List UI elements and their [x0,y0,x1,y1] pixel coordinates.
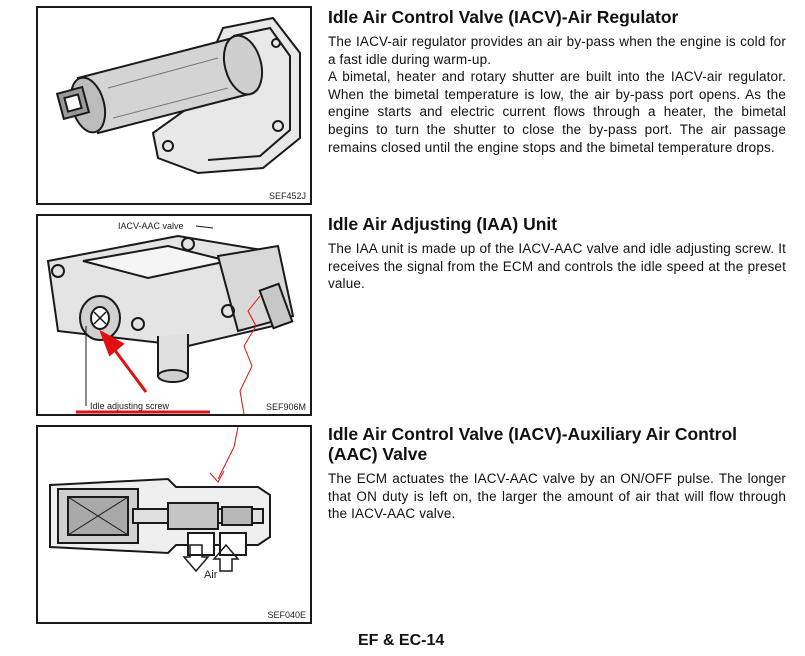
air-regulator-illustration [55,16,301,175]
section-title: Idle Air Control Valve (IACV)-Air Regula… [328,7,679,27]
section-aac-valve: Idle Air Control Valve (IACV)-Auxiliary … [328,424,786,523]
section-iaa-unit: Idle Air Adjusting (IAA) Unit The IAA un… [328,214,786,293]
section-paragraph: The IAA unit is made up of the IACV-AAC … [328,241,786,292]
section-title: Idle Air Adjusting (IAA) Unit [328,214,558,234]
section-title: Idle Air Control Valve (IACV)-Auxiliary … [328,424,738,464]
figure-code: SEF452J [268,191,306,201]
section-paragraph: A bimetal, heater and rotary shutter are… [328,69,786,155]
figure-code: SEF906M [265,402,306,412]
aac-valve-illustration [49,427,271,573]
idle-adjusting-screw-callout: Idle adjusting screw [90,401,170,411]
section-air-regulator: Idle Air Control Valve (IACV)-Air Regula… [328,7,786,156]
figure-code: SEF040E [267,610,306,620]
iacv-aac-valve-callout: IACV-AAC valve [118,221,184,231]
section-paragraph: The IACV-air regulator provides an air b… [328,34,786,67]
air-callout: Air [204,569,218,581]
section-paragraph: The ECM actuates the IACV-AAC valve by a… [328,471,786,522]
figure-air-regulator: SEF452J [36,6,312,205]
figure-iaa-unit: IACV-AAC valve Idle adjusting screw SEF9… [36,214,312,416]
figure-aac-valve: Air SEF040E [36,425,312,624]
page-label: EF & EC-14 [358,632,445,649]
iaa-unit-illustration [46,225,295,414]
